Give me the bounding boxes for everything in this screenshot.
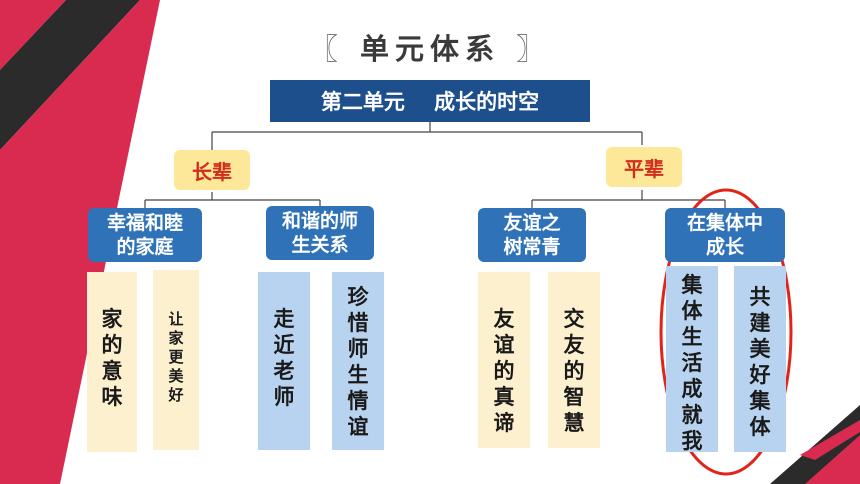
leaf-collective-shapes-me: 集体生活成就我集体生活成就我	[666, 266, 718, 453]
leaf-build-collective: 共建美好集体共建美好集体	[734, 266, 786, 452]
leaf-char: 老	[273, 359, 295, 383]
leaf-char: 家	[168, 329, 184, 347]
leaf-char: 慧	[563, 411, 585, 435]
leaf-char: 更	[168, 348, 184, 366]
right-crimson-band	[805, 435, 860, 484]
branch-peers: 平辈	[606, 147, 682, 187]
leaf-char: 体	[681, 299, 703, 323]
leaf-char: 就	[681, 403, 703, 427]
right-crimson-stripe	[800, 420, 860, 460]
title-right-bracket: 〗	[516, 32, 552, 66]
page-title: 〖 单元体系 〗	[0, 26, 860, 68]
leaf-char: 好	[168, 386, 184, 404]
leaf-char: 智	[563, 385, 585, 409]
leaf-char: 珍	[347, 285, 369, 309]
leaf-char: 集	[749, 389, 771, 413]
node-friendship: 友谊之 树常青	[478, 208, 586, 262]
leaf-char: 师	[273, 385, 295, 409]
tree-connectors	[144, 122, 726, 208]
leaf-char: 活	[681, 351, 703, 375]
leaf-char: 体	[749, 415, 771, 439]
leaf-char: 美	[168, 367, 184, 385]
leaf-char: 友	[563, 333, 585, 357]
leaf-char: 友	[493, 307, 515, 331]
leaf-char: 真	[493, 385, 515, 409]
branch-elders: 长辈	[174, 150, 250, 190]
leaf-char: 近	[273, 333, 295, 357]
leaf-friendship-essence: 友谊的真谛友谊的真谛	[478, 272, 530, 448]
leaf-friendship-wisdom: 交友的智慧交友的智慧	[548, 272, 600, 448]
leaf-cherish-bond: 珍惜师生情谊珍惜师生情谊	[332, 272, 384, 450]
leaf-char: 的	[563, 359, 585, 383]
node-teacher: 和谐的师 生关系	[266, 206, 374, 260]
leaf-char: 谊	[347, 415, 369, 439]
left-crimson-wedge	[0, 0, 160, 484]
leaf-char: 建	[749, 311, 771, 335]
leaf-char: 共	[749, 285, 771, 309]
leaf-char: 生	[347, 363, 369, 387]
leaf-char: 我	[681, 429, 703, 453]
leaf-char: 意	[101, 359, 123, 383]
leaf-char: 味	[101, 385, 123, 409]
leaf-char: 家	[101, 307, 123, 331]
leaf-char: 集	[681, 273, 703, 297]
leaf-char: 成	[681, 377, 703, 401]
leaf-char: 让	[168, 310, 184, 328]
leaf-family-meaning: 家的意味家的意味	[87, 272, 137, 452]
leaf-char: 生	[681, 325, 703, 349]
leaf-char: 美	[749, 337, 771, 361]
title-text: 单元体系	[359, 32, 500, 66]
leaf-char: 惜	[347, 311, 369, 335]
node-family: 幸福和睦 的家庭	[88, 208, 202, 262]
leaf-char: 谊	[493, 333, 515, 357]
leaf-char: 走	[273, 307, 295, 331]
title-left-bracket: 〖	[308, 32, 344, 66]
leaf-char: 交	[563, 307, 585, 331]
leaf-char: 师	[347, 337, 369, 361]
root-node: 第二单元 成长的时空	[270, 80, 590, 122]
leaf-char: 的	[101, 333, 123, 357]
leaf-char: 谛	[493, 411, 515, 435]
leaf-family-better: 让家更美好让家更美好	[153, 270, 199, 450]
highlight-circle	[659, 188, 793, 476]
node-collective: 在集体中 成长	[665, 208, 785, 262]
leaf-approach-teacher: 走近老师走近老师	[258, 272, 310, 450]
leaf-char: 情	[347, 389, 369, 413]
leaf-char: 好	[749, 363, 771, 387]
leaf-char: 的	[493, 359, 515, 383]
